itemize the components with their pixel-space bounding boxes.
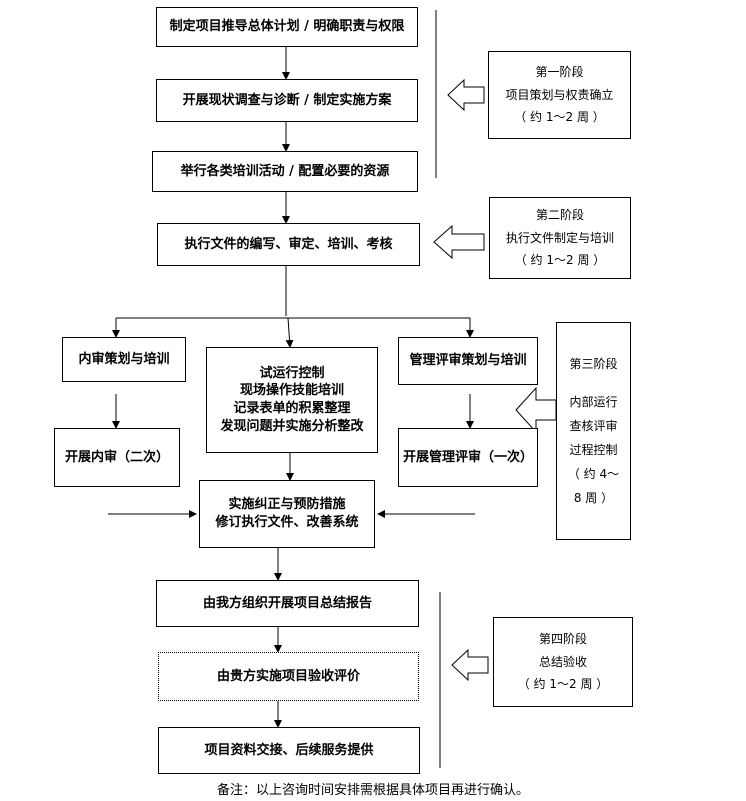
stage1-block-arrow bbox=[447, 78, 485, 112]
stage2-title: 第二阶段 bbox=[535, 207, 584, 222]
stage4-box: 第四阶段 总结验收 （ 约 1～2 周 ） bbox=[493, 617, 633, 707]
stage2-duration: （ 约 1～2 周 ） bbox=[514, 253, 606, 268]
trial-run-line: 试运行控制 bbox=[259, 365, 325, 381]
stage3-desc-3: 过程控制 bbox=[569, 443, 618, 457]
footnote: 备注：以上咨询时间安排需根据具体项目再进行确认。 bbox=[216, 783, 529, 798]
management-review-box: 开展管理评审（一次） bbox=[398, 428, 538, 487]
corrective-action-box: 实施纠正与预防措施 修订执行文件、改善系统 bbox=[199, 480, 375, 548]
step-plan-box: 制定项目推导总体计划 / 明确职责与权限 bbox=[156, 7, 418, 47]
stage3-desc-1: 内部运行 bbox=[569, 395, 618, 409]
stage3-block-arrow bbox=[515, 386, 557, 434]
arrow-split-center bbox=[285, 317, 294, 348]
step-documents-box: 执行文件的编写、审定、培训、考核 bbox=[157, 223, 420, 266]
stage4-duration: （ 约 1～2 周 ） bbox=[517, 677, 609, 692]
trial-run-line: 发现问题并实施分析整改 bbox=[220, 418, 364, 434]
summary-report-box: 由我方组织开展项目总结报告 bbox=[156, 580, 419, 627]
stage1-title: 第一阶段 bbox=[535, 64, 584, 79]
step-plan-text: 制定项目推导总体计划 / 明确职责与权限 bbox=[169, 19, 405, 35]
acceptance-text: 由贵方实施项目验收评价 bbox=[216, 668, 360, 684]
internal-audit-plan-text: 内审策划与培训 bbox=[78, 351, 170, 367]
trial-run-line: 记录表单的积累整理 bbox=[233, 401, 351, 416]
management-review-plan-box: 管理评审策划与培训 bbox=[398, 337, 538, 385]
stage1-duration: （ 约 1～2 周 ） bbox=[514, 110, 605, 125]
corrective-action-line: 修订执行文件、改善系统 bbox=[215, 515, 359, 530]
internal-audit-text: 开展内审（二次） bbox=[64, 449, 169, 465]
stage2-block-arrow bbox=[433, 224, 485, 260]
stage3-title: 第三阶段 bbox=[569, 357, 618, 371]
step-training-box: 举行各类培训活动 / 配置必要的资源 bbox=[152, 151, 418, 192]
stage3-box: 第三阶段 内部运行 查核评审 过程控制 （ 约 4～ 8 周 ） bbox=[556, 322, 631, 540]
trial-run-lines: 试运行控制 现场操作技能培训 记录表单的积累整理 发现问题并实施分析整改 bbox=[220, 365, 363, 435]
trial-run-line: 现场操作技能培训 bbox=[239, 383, 344, 399]
summary-report-text: 由我方组织开展项目总结报告 bbox=[202, 595, 372, 611]
internal-audit-plan-box: 内审策划与培训 bbox=[62, 337, 186, 382]
trial-run-box: 试运行控制 现场操作技能培训 记录表单的积累整理 发现问题并实施分析整改 bbox=[206, 347, 378, 453]
corrective-action-lines: 实施纠正与预防措施 修订执行文件、改善系统 bbox=[215, 496, 358, 531]
handover-text: 项目资料交接、后续服务提供 bbox=[204, 742, 374, 758]
stage3-duration-1: （ 约 4～ bbox=[567, 467, 620, 481]
corrective-action-line: 实施纠正与预防措施 bbox=[228, 497, 346, 513]
internal-audit-box: 开展内审（二次） bbox=[54, 428, 180, 487]
stage2-desc: 执行文件制定与培训 bbox=[505, 230, 614, 245]
management-review-text: 开展管理评审（一次） bbox=[402, 449, 533, 465]
step-training-text: 举行各类培训活动 / 配置必要的资源 bbox=[180, 163, 390, 179]
stage1-box: 第一阶段 项目策划与权责确立 （ 约 1～2 周 ） bbox=[488, 51, 631, 139]
stage4-desc: 总结验收 bbox=[538, 654, 587, 669]
management-review-plan-text: 管理评审策划与培训 bbox=[409, 353, 527, 369]
stage4-block-arrow bbox=[451, 648, 489, 682]
stage2-box: 第二阶段 执行文件制定与培训 （ 约 1～2 周 ） bbox=[489, 197, 631, 279]
step-documents-text: 执行文件的编写、审定、培训、考核 bbox=[184, 236, 393, 252]
handover-box: 项目资料交接、后续服务提供 bbox=[158, 727, 420, 774]
stage3-desc-2: 查核评审 bbox=[569, 419, 618, 433]
step-survey-text: 开展现状调查与诊断 / 制定实施方案 bbox=[182, 92, 392, 108]
stage4-title: 第四阶段 bbox=[538, 631, 587, 646]
step-survey-box: 开展现状调查与诊断 / 制定实施方案 bbox=[156, 79, 418, 122]
acceptance-box: 由贵方实施项目验收评价 bbox=[158, 652, 419, 701]
stage3-duration-2: 8 周 ） bbox=[573, 491, 614, 505]
stage1-desc: 项目策划与权责确立 bbox=[505, 87, 614, 102]
